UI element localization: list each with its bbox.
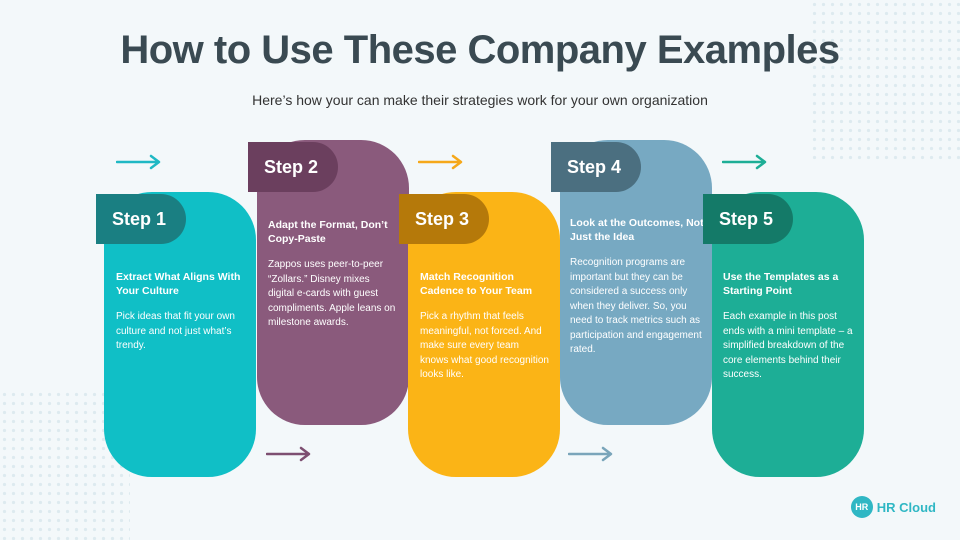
step-3-label: Step 3 [415,208,470,229]
decorative-dots-top-right [810,0,960,160]
logo-text: HR Cloud [876,499,936,515]
step-4-tab: Step 4 [551,142,641,192]
step-2-tab: Step 2 [248,142,338,192]
step-1-tab: Step 1 [96,194,186,244]
step-5-label: Step 5 [719,208,774,229]
page-title: How to Use These Company Examples [120,28,840,72]
step-5-body: Each example in this post ends with a mi… [723,311,853,381]
step-1-heading: Extract What Aligns With Your Culture [116,271,241,298]
step-5-heading: Use the Templates as a Starting Point [723,271,839,298]
arrow-right-icon [418,154,463,170]
step-1-content: Extract What Aligns With Your Culture Pi… [116,270,246,354]
step-2-body: Zappos uses peer-to-peer “Zollars.” Disn… [268,259,396,329]
step-1-body: Pick ideas that fit your own culture and… [116,311,235,352]
step-2-heading: Adapt the Format, Don’t Copy-Paste [268,219,388,246]
arrow-right-icon [568,446,613,462]
step-5-content: Use the Templates as a Starting Point Ea… [723,270,853,383]
cloud-logo-icon: HR [850,496,873,518]
step-4-label: Step 4 [567,156,622,177]
arrow-right-icon [116,154,161,170]
step-3-heading: Match Recognition Cadence to Your Team [420,271,533,298]
step-1-label: Step 1 [112,208,167,229]
arrow-right-icon [722,154,767,170]
step-3-tab: Step 3 [399,194,489,244]
page-subtitle: Here’s how your can make their strategie… [252,92,708,108]
step-4-heading: Look at the Outcomes, Not Just the Idea [570,217,704,244]
step-4-content: Look at the Outcomes, Not Just the Idea … [570,216,706,358]
step-4-body: Recognition programs are important but t… [570,257,702,356]
step-5-tab: Step 5 [703,194,793,244]
hr-cloud-logo: HR HR Cloud [850,496,936,518]
step-2-label: Step 2 [264,156,319,177]
step-3-body: Pick a rhythm that feels meaningful, not… [420,311,549,381]
step-2-content: Adapt the Format, Don’t Copy-Paste Zappo… [268,218,398,331]
step-3-content: Match Recognition Cadence to Your Team P… [420,270,550,383]
arrow-right-icon [266,446,311,462]
